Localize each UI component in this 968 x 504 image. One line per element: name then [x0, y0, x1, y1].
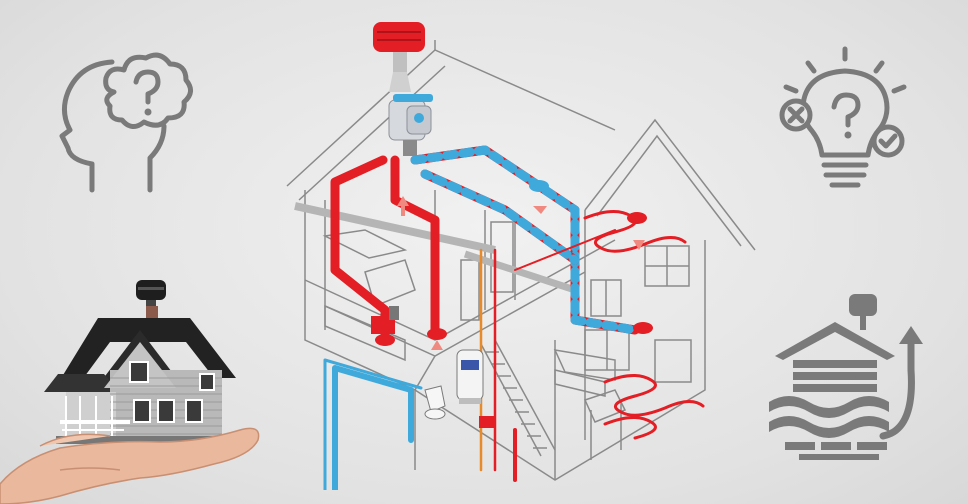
hand-holding-house-icon [0, 280, 260, 504]
house-ventilation-diagram [286, 22, 756, 490]
roof-turbine-ventilator [373, 22, 425, 92]
toilet [424, 385, 446, 420]
heat-recovery-unit [388, 94, 433, 156]
vent-diffusers [375, 180, 653, 346]
flood-house-icon [769, 294, 923, 460]
house-outline [286, 40, 756, 481]
duct-fan-boxes [371, 306, 495, 428]
lightbulb-question-icon [779, 46, 907, 188]
water-heater [456, 349, 484, 404]
head-question-icon [59, 52, 193, 193]
